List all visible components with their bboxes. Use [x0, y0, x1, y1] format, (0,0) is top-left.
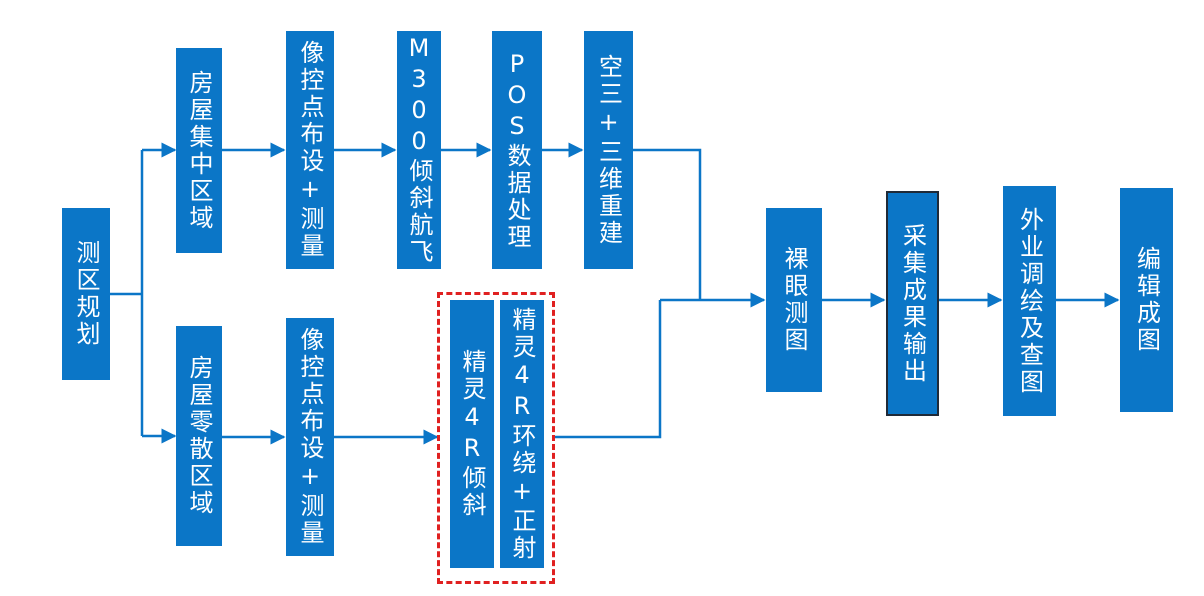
- node-dense-gcp-label: 像控点布设+测量: [296, 40, 324, 260]
- node-field-check-label: 外业调绘及查图: [1015, 206, 1044, 396]
- node-field-check[interactable]: 外业调绘及查图: [1003, 186, 1056, 416]
- node-aerial-3d[interactable]: 空三+三维重建: [584, 31, 633, 269]
- connector-p4r-to-merge: [555, 300, 662, 439]
- connector-aerial-to-merge: [633, 148, 702, 300]
- node-output-label: 采集成果输出: [898, 222, 927, 385]
- node-aerial-3d-label: 空三+三维重建: [594, 53, 623, 247]
- node-survey-planning-label: 测区规划: [72, 240, 100, 348]
- node-pos-processing-label: POS数据处理: [503, 49, 531, 251]
- node-m300-flight[interactable]: M300倾斜航飞: [397, 31, 441, 269]
- node-pos-processing[interactable]: POS数据处理: [492, 31, 542, 269]
- node-naked-eye[interactable]: 裸眼测图: [766, 208, 822, 392]
- node-edit-map[interactable]: 编辑成图: [1120, 188, 1173, 412]
- node-dense-gcp[interactable]: 像控点布设+测量: [286, 31, 334, 269]
- node-scattered-area-label: 房屋零散区域: [185, 355, 213, 517]
- node-scattered-gcp-label: 像控点布设+测量: [296, 327, 324, 547]
- node-scattered-gcp[interactable]: 像控点布设+测量: [286, 318, 334, 556]
- node-dense-area[interactable]: 房屋集中区域: [176, 48, 222, 253]
- node-p4r-oblique[interactable]: 精灵4R倾斜: [450, 300, 494, 568]
- node-scattered-area[interactable]: 房屋零散区域: [176, 326, 222, 546]
- node-output[interactable]: 采集成果输出: [886, 191, 939, 416]
- node-edit-map-label: 编辑成图: [1132, 246, 1161, 354]
- node-p4r-orbit[interactable]: 精灵4R环绕+正射: [500, 300, 544, 568]
- node-p4r-oblique-label: 精灵4R倾斜: [458, 349, 486, 519]
- p4r-group-dashed-border: [437, 292, 555, 584]
- node-p4r-orbit-label: 精灵4R环绕+正射: [508, 306, 536, 562]
- node-m300-flight-label: M300倾斜航飞: [405, 34, 433, 266]
- node-naked-eye-label: 裸眼测图: [780, 246, 808, 354]
- node-survey-planning[interactable]: 测区规划: [62, 208, 110, 380]
- node-dense-area-label: 房屋集中区域: [185, 69, 213, 232]
